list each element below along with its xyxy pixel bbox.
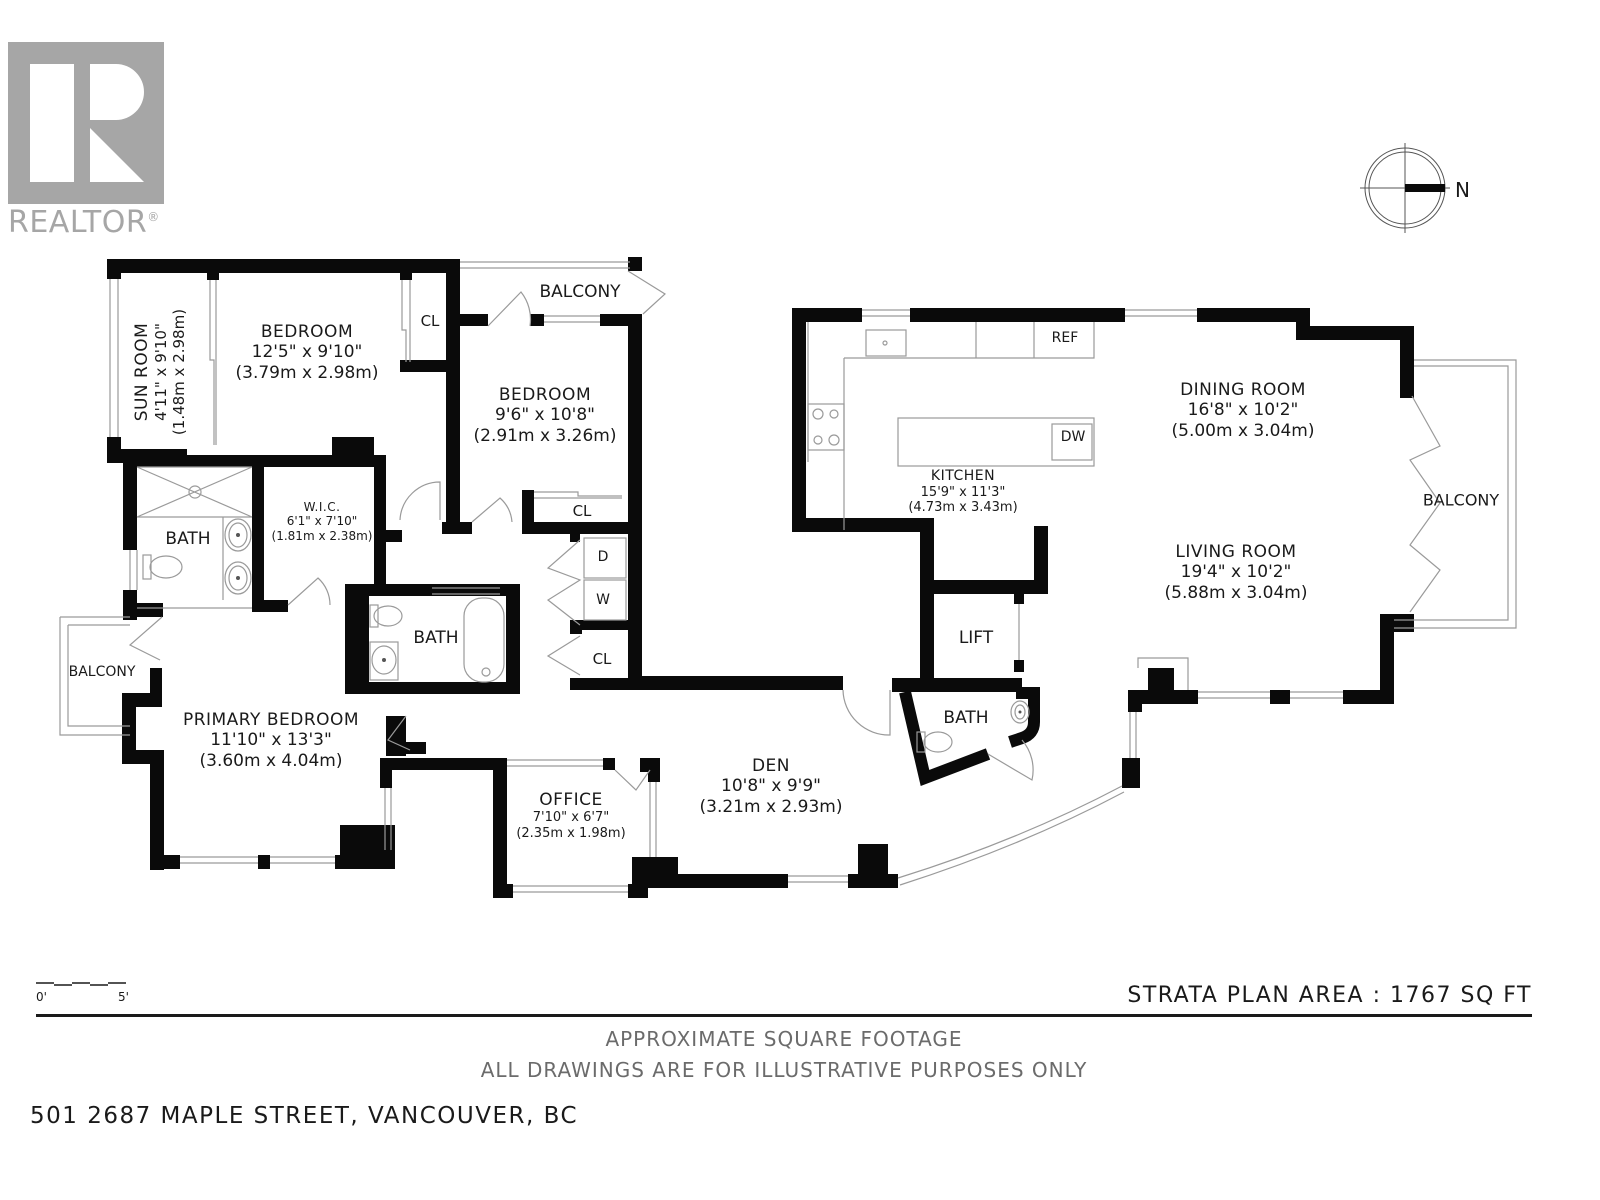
bath-label-ensuite: BATH	[165, 529, 211, 549]
room-label-living-room: LIVING ROOM 19'4" x 10'2" (5.88m x 3.04m…	[1164, 542, 1308, 603]
windows-and-fixtures	[36, 261, 1517, 986]
room-label-sun-room: SUN ROOM 4'11" x 9'10" (1.48m x 2.98m)	[131, 308, 189, 436]
disclaimer-line-1: APPROXIMATE SQUARE FOOTAGE	[605, 1027, 963, 1051]
powder-bath-walls	[899, 687, 1040, 787]
room-label-office: OFFICE 7'10" x 6'7" (2.35m x 1.98m)	[516, 790, 626, 841]
north-label: N	[1455, 178, 1470, 202]
dishwasher-label: DW	[1060, 429, 1086, 445]
scale-bar-start: 0'	[36, 990, 47, 1004]
footer-divider	[36, 1014, 1532, 1017]
drain-dots	[236, 533, 1022, 714]
room-label-wic: W.I.C. 6'1" x 7'10" (1.81m x 2.38m)	[271, 500, 373, 543]
balcony-label-right: BALCONY	[1422, 490, 1500, 510]
north-arrow-compass-icon	[1360, 143, 1450, 233]
bath-label-main: BATH	[413, 628, 459, 648]
realtor-brand-text: REALTOR®	[8, 205, 160, 240]
walls	[107, 257, 1414, 898]
room-label-kitchen: KITCHEN 15'9" x 11'3" (4.73m x 3.43m)	[908, 468, 1018, 516]
realtor-r-logo-icon	[8, 42, 164, 204]
lift-label: LIFT	[958, 628, 994, 648]
closet-label-bedroom-2: CL	[572, 502, 592, 520]
room-label-bedroom-2: BEDROOM 9'6" x 10'8" (2.91m x 3.26m)	[473, 385, 617, 446]
disclaimer-line-2: ALL DRAWINGS ARE FOR ILLUSTRATIVE PURPOS…	[480, 1058, 1088, 1082]
closet-label-bedroom-1: CL	[420, 312, 440, 330]
balcony-label-left: BALCONY	[68, 664, 136, 680]
balcony-label-top: BALCONY	[539, 282, 621, 302]
strata-plan-area: STRATA PLAN AREA : 1767 SQ FT	[1127, 983, 1532, 1008]
room-label-den: DEN 10'8" x 9'9" (3.21m x 2.93m)	[699, 756, 843, 817]
scale-bar-end: 5'	[118, 990, 129, 1004]
room-label-bedroom-1: BEDROOM 12'5" x 9'10" (3.79m x 2.98m)	[235, 322, 379, 383]
refrigerator-label: REF	[1051, 330, 1079, 346]
bath-label-powder: BATH	[943, 708, 989, 728]
washer-label: W	[596, 592, 610, 608]
property-address: 501 2687 MAPLE STREET, VANCOUVER, BC	[30, 1103, 579, 1129]
room-label-dining-room: DINING ROOM 16'8" x 10'2" (5.00m x 3.04m…	[1171, 380, 1315, 441]
room-label-primary-bedroom: PRIMARY BEDROOM 11'10" x 13'3" (3.60m x …	[182, 710, 360, 771]
dryer-label: D	[597, 549, 609, 565]
closet-label-hall: CL	[592, 650, 612, 668]
